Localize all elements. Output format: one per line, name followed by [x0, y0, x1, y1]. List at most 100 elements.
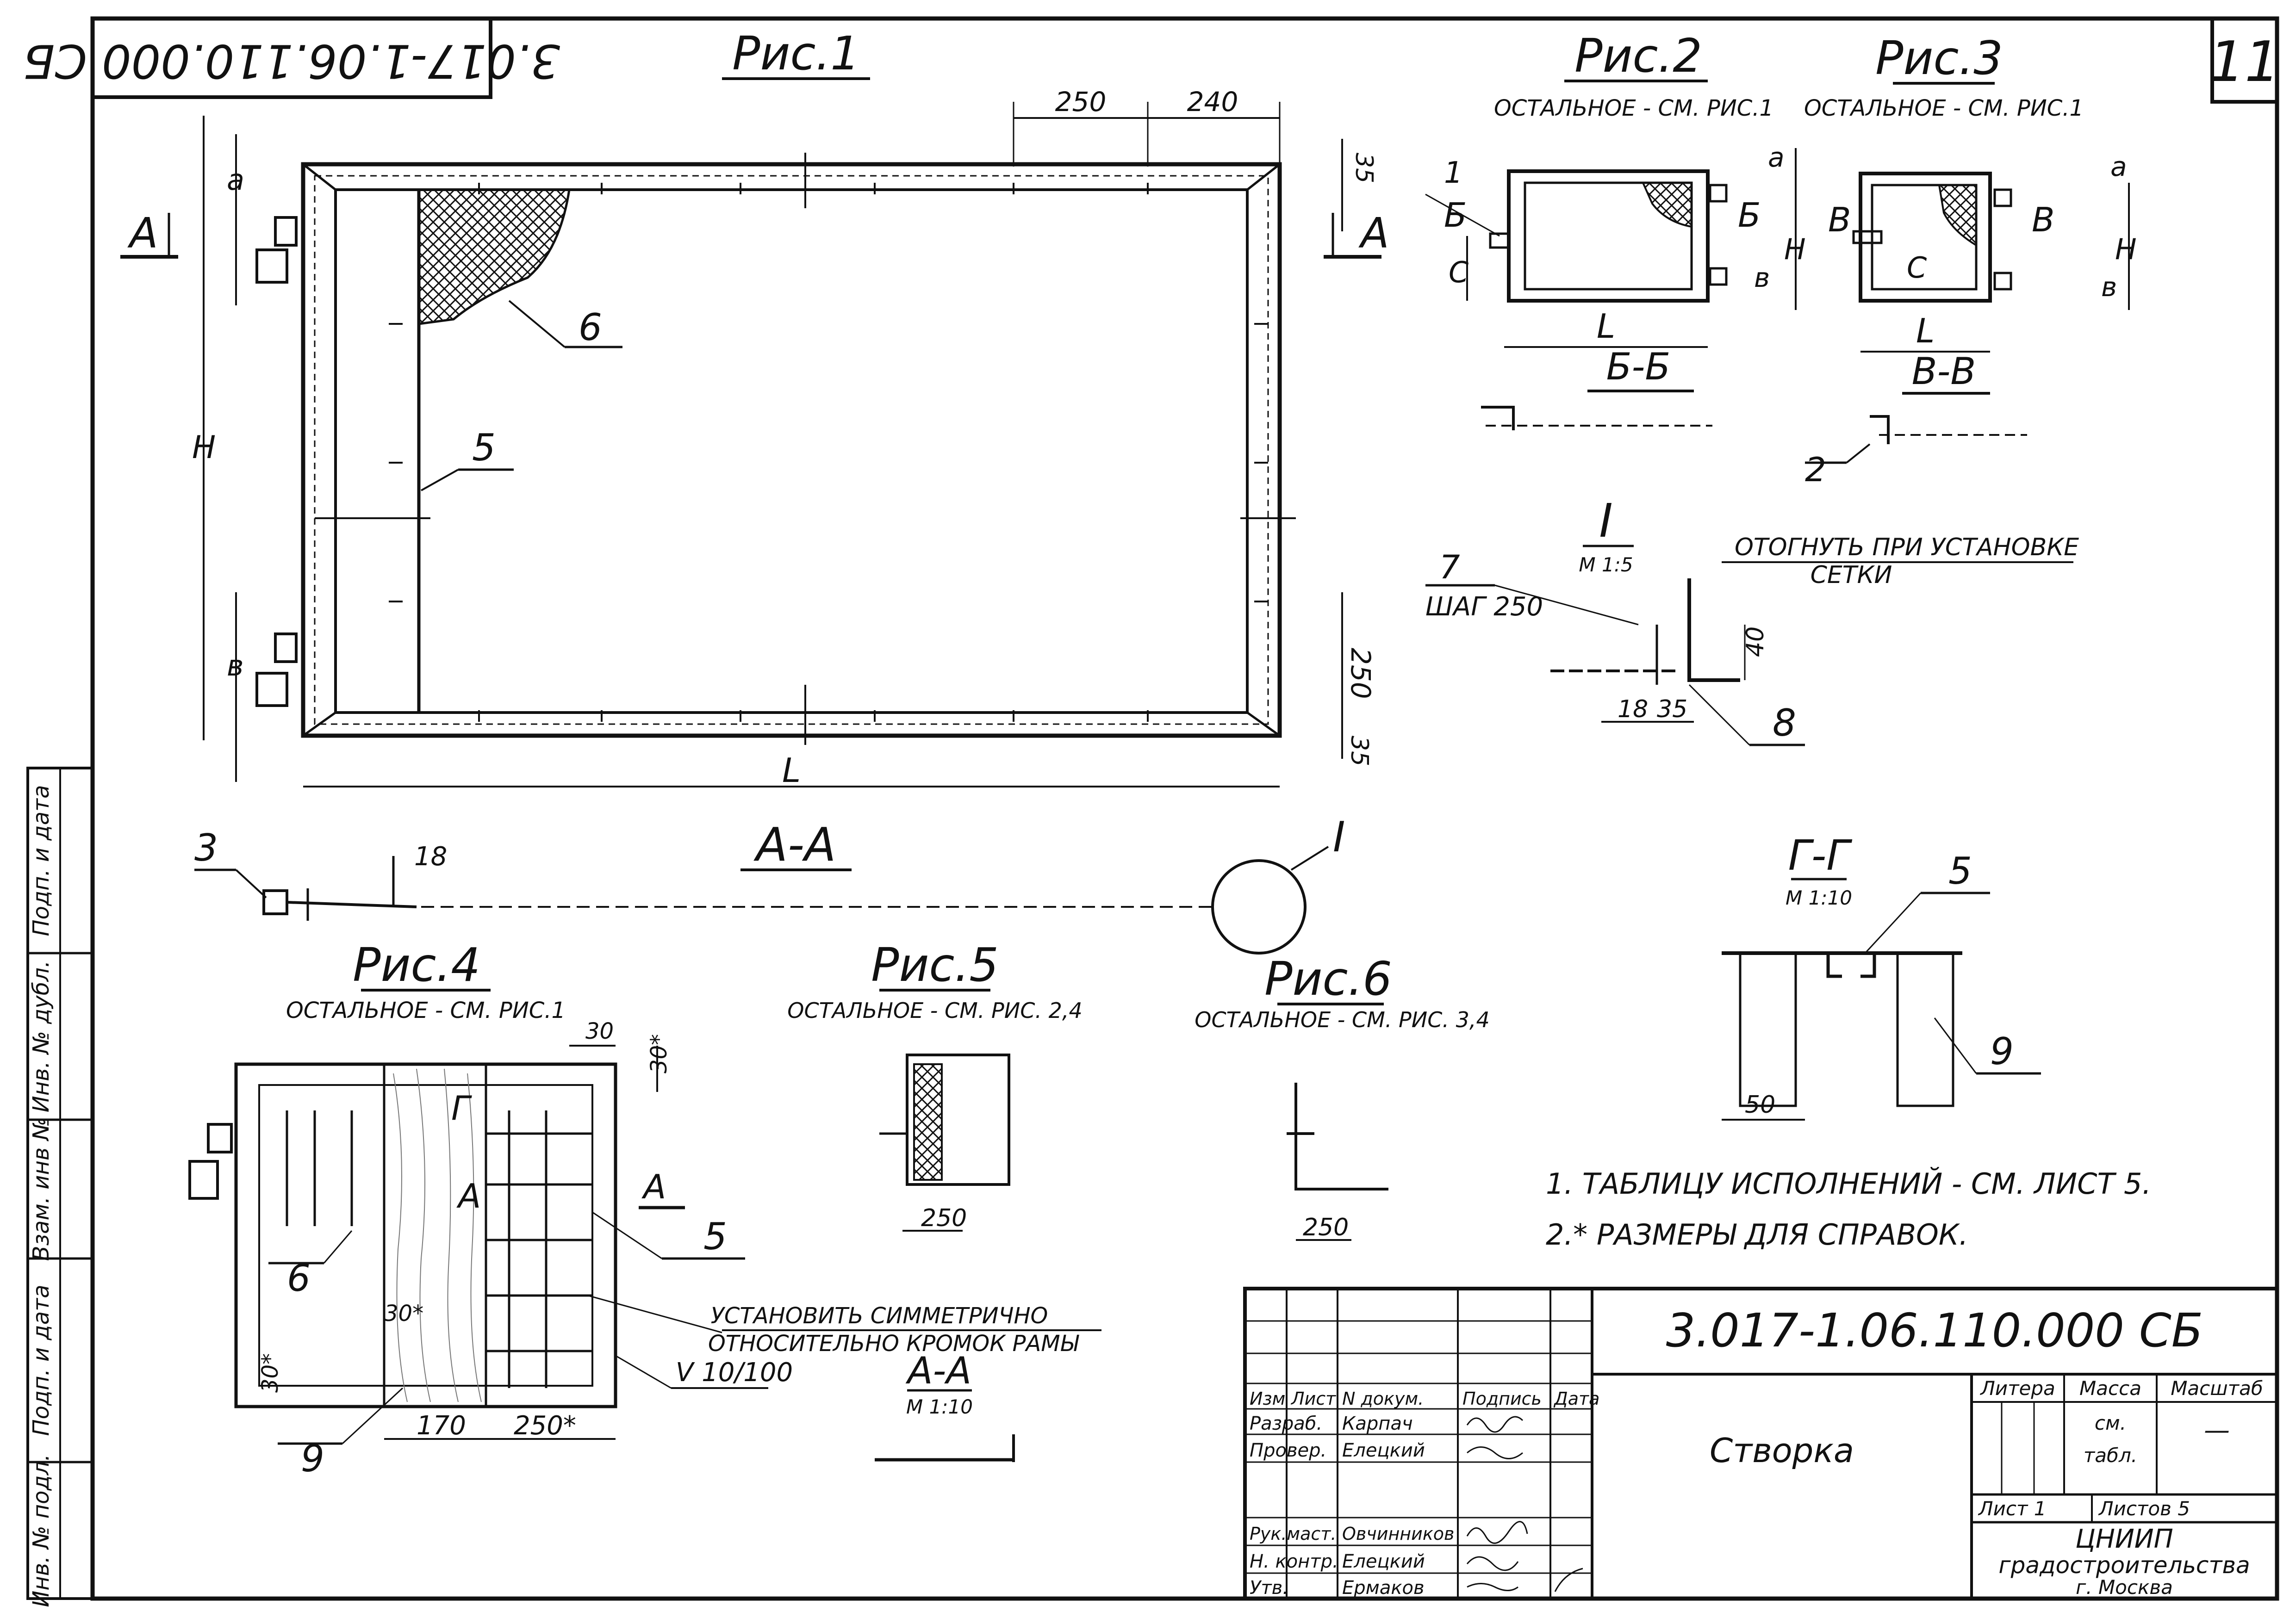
- hinge-icon: [1709, 184, 1728, 203]
- tb-mass-label: Масса: [2079, 1377, 2141, 1400]
- title-block: Изм Лист N докум. Подпись Дата Разраб. К…: [1243, 1287, 2279, 1600]
- timber-left: [1739, 952, 1797, 1107]
- fig4-note: ОСТАЛЬНОЕ - СМ. РИС.1: [286, 998, 566, 1023]
- tb-role-rukmast: Рук.маст.: [1250, 1524, 1337, 1544]
- fig3-letter-C: С: [1907, 251, 1927, 285]
- fig4-dim-170: 170: [417, 1411, 466, 1441]
- fig6-note: ОСТАЛЬНОЕ - СМ. РИС. 3,4: [1195, 1007, 1489, 1032]
- fig4-dim-30: 30: [585, 1018, 614, 1044]
- section-gg: Г-Г М 1:10 5 9 50: [1722, 831, 2041, 1121]
- fig6: Рис.6 ОСТАЛЬНОЕ - СМ. РИС. 3,4 250: [1195, 952, 1489, 1241]
- tb-col-data: Дата: [1553, 1389, 1599, 1409]
- fig1-dim-35-top: 35: [1350, 153, 1378, 183]
- fig5: Рис.5 ОСТАЛЬНОЕ - СМ. РИС. 2,4 250: [787, 938, 1082, 1232]
- fig1-outer-frame: [301, 162, 1282, 738]
- fig3-section: В-В: [1912, 350, 1976, 393]
- section-aa-detail-ref: I: [1333, 813, 1345, 862]
- fig4-install-note-2: ОТНОСИТЕЛЬНО КРОМОК РАМЫ: [708, 1331, 1080, 1357]
- fig2-callout-1: 1: [1444, 156, 1463, 190]
- fig1-dim-250-right: 250: [1345, 648, 1376, 699]
- section-aa-callout-3: 3: [194, 826, 218, 869]
- detail-i-scale: М 1:5: [1579, 553, 1633, 576]
- fig4-dim-30-star-top: 30*: [646, 1034, 672, 1073]
- left-strip: Инв. № подл. Подп. и дата Взам. инв № Ин…: [26, 767, 94, 1607]
- fig1-callout-6: 6: [579, 306, 602, 349]
- fig1-letter-H: Н: [192, 429, 216, 466]
- strip-label-podp-data-2: Подп. и дата: [28, 785, 54, 936]
- tb-designation: 3.017-1.06.110.000 СБ: [1666, 1303, 2203, 1358]
- strip-label-inv-podl: Инв. № подл.: [28, 1454, 54, 1607]
- detail-i-note-1: ОТОГНУТЬ ПРИ УСТАНОВКЕ: [1735, 533, 2079, 561]
- strip-label-vzam-inv: Взам. инв №: [28, 1117, 54, 1261]
- detail-i-title: I: [1599, 494, 1613, 548]
- tb-col-list: Лист: [1290, 1389, 1337, 1409]
- tb-role-razrab: Разраб.: [1250, 1413, 1322, 1434]
- fig4-dim-250-star: 250*: [514, 1411, 576, 1441]
- tb-col-izm: Изм: [1250, 1389, 1285, 1409]
- signature-marks: [1466, 1416, 1583, 1592]
- fig3-title: Рис.3: [1875, 31, 2003, 85]
- section-gg-scale: М 1:10: [1786, 887, 1852, 909]
- hinge-icon: [274, 216, 298, 247]
- tb-litera-label: Литера: [1979, 1377, 2055, 1400]
- hinge-icon: [1489, 232, 1510, 249]
- fig3-letter-H: Н: [2115, 232, 2137, 266]
- fig3-section-mark-right: В: [2032, 200, 2054, 239]
- fig3-letter-b: в: [2101, 271, 2117, 303]
- tb-col-podpis: Подпись: [1462, 1389, 1542, 1409]
- section-aa: А-А 18 3 I: [194, 813, 1345, 955]
- tb-col-ndokum: N докум.: [1342, 1389, 1424, 1409]
- fig5-note: ОСТАЛЬНОЕ - СМ. РИС. 2,4: [787, 998, 1082, 1023]
- strip-label-podp-data-1: Подп. и дата: [28, 1285, 54, 1436]
- note-2: 2.* РАЗМЕРЫ ДЛЯ СПРАВОК.: [1546, 1218, 1968, 1252]
- fig1-inner-frame: [334, 188, 1249, 714]
- section-gg-dim-50: 50: [1745, 1091, 1775, 1119]
- tb-org-2: градостроительства: [1998, 1552, 2250, 1579]
- tb-role-utv: Утв.: [1250, 1577, 1288, 1599]
- fig6-dim-250: 250: [1303, 1214, 1349, 1241]
- fig4-sec-mark-G: Г: [451, 1089, 472, 1128]
- fig2-letter-H: Н: [1784, 232, 1806, 266]
- fig2: Рис.2 ОСТАЛЬНОЕ - СМ. РИС.1 L Б-Б Н а в …: [1425, 29, 1806, 430]
- section-gg-callout-9: 9: [1990, 1030, 2014, 1073]
- tb-name-utv: Ермаков: [1342, 1577, 1425, 1599]
- tb-mass-value-1: см.: [2095, 1412, 2126, 1434]
- tb-role-nkontr: Н. контр.: [1250, 1551, 1338, 1572]
- hinge-icon: [188, 1160, 219, 1200]
- fig3-section-mark-left: В: [1828, 200, 1851, 239]
- fig4-dim-30-star-mid: 30*: [384, 1301, 423, 1327]
- fig2-note: ОСТАЛЬНОЕ - СМ. РИС.1: [1494, 95, 1773, 121]
- sheet-number-box: [2210, 17, 2279, 104]
- section-aa-small: А-А М 1:10: [875, 1349, 1015, 1462]
- tb-sheet: Лист 1: [1978, 1497, 2047, 1520]
- tb-role-prover: Провер.: [1250, 1440, 1326, 1461]
- section-aa-dim-18: 18: [414, 842, 447, 872]
- hinge-icon: [255, 248, 288, 284]
- tb-name-prover: Елецкий: [1342, 1440, 1425, 1461]
- detail-i-callout-7: 7: [1439, 548, 1460, 586]
- fig3-note: ОСТАЛЬНОЕ - СМ. РИС.1: [1804, 95, 2084, 121]
- tb-sheets: Листов 5: [2098, 1497, 2190, 1520]
- fig4-weld: V 10/100: [676, 1358, 793, 1388]
- fig6-title: Рис.6: [1264, 952, 1392, 1006]
- fig1-dim-250-top: 250: [1055, 86, 1107, 118]
- tb-name-razrab: Карпач: [1342, 1413, 1413, 1434]
- fig5-title: Рис.5: [871, 938, 999, 992]
- fig1-letter-a: а: [227, 163, 244, 197]
- fig4-callout-6: 6: [287, 1257, 311, 1300]
- fig4-timber: [383, 1063, 487, 1408]
- fig1-letter-b: в: [227, 649, 244, 682]
- fig2-letter-a: а: [1768, 142, 1785, 173]
- fig1: Рис.1: [120, 26, 1389, 790]
- fig3-letter-L: L: [1916, 311, 1935, 350]
- fig4-sec-mark-A-right: А: [641, 1167, 666, 1206]
- fig4-callout-5: 5: [703, 1215, 727, 1258]
- section-aa-small-title: А-А: [905, 1349, 971, 1392]
- section-gg-callout-5: 5: [1948, 849, 1972, 893]
- section-aa-title: А-А: [753, 818, 836, 872]
- hinge-icon: [1709, 267, 1728, 286]
- hinge-icon: [1852, 230, 1883, 244]
- fig2-section-mark-right: Б: [1738, 196, 1761, 235]
- strip-label-inv-dubl: Инв. № дубл.: [28, 961, 54, 1112]
- fig2-title: Рис.2: [1574, 29, 1702, 83]
